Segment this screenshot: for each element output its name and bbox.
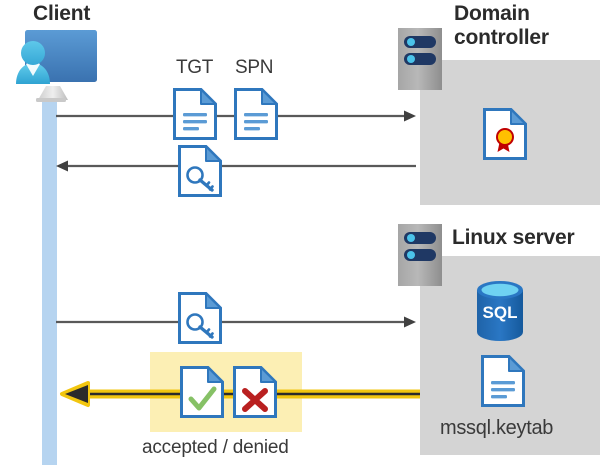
keytab-document-icon [481,355,525,407]
sql-database-icon: SQL [471,280,529,342]
client-workstation-icon [2,24,107,102]
server-rack-icon-linux-server [398,224,442,286]
page-title-linux-server: Linux server [452,226,575,249]
flow-arrow-client-to-dc [56,110,416,122]
keytab-filename-label: mssql.keytab [440,417,554,439]
ticket-key-document-icon-linux [178,292,222,344]
flow-arrow-dc-to-client [56,160,416,172]
tgt-document-icon [173,88,217,140]
page-title-client: Client [33,2,91,25]
certificate-document-icon [483,108,527,160]
accepted-document-icon [180,366,224,418]
client-lifeline [42,95,57,465]
page-title-domain-controller: Domain controller [454,2,600,50]
tgt-label: TGT [176,57,214,78]
ticket-key-document-icon-dc [178,145,222,197]
denied-document-icon [233,366,277,418]
sql-database-label: SQL [483,303,518,322]
domain-controller-title-line2: controller [454,26,549,50]
spn-document-icon [234,88,278,140]
flow-arrow-client-to-linux [56,316,416,328]
domain-controller-title-line1: Domain [454,2,530,25]
spn-label: SPN [235,57,274,78]
server-rack-icon-domain-controller [398,28,442,90]
result-caption: accepted / denied [142,437,289,458]
